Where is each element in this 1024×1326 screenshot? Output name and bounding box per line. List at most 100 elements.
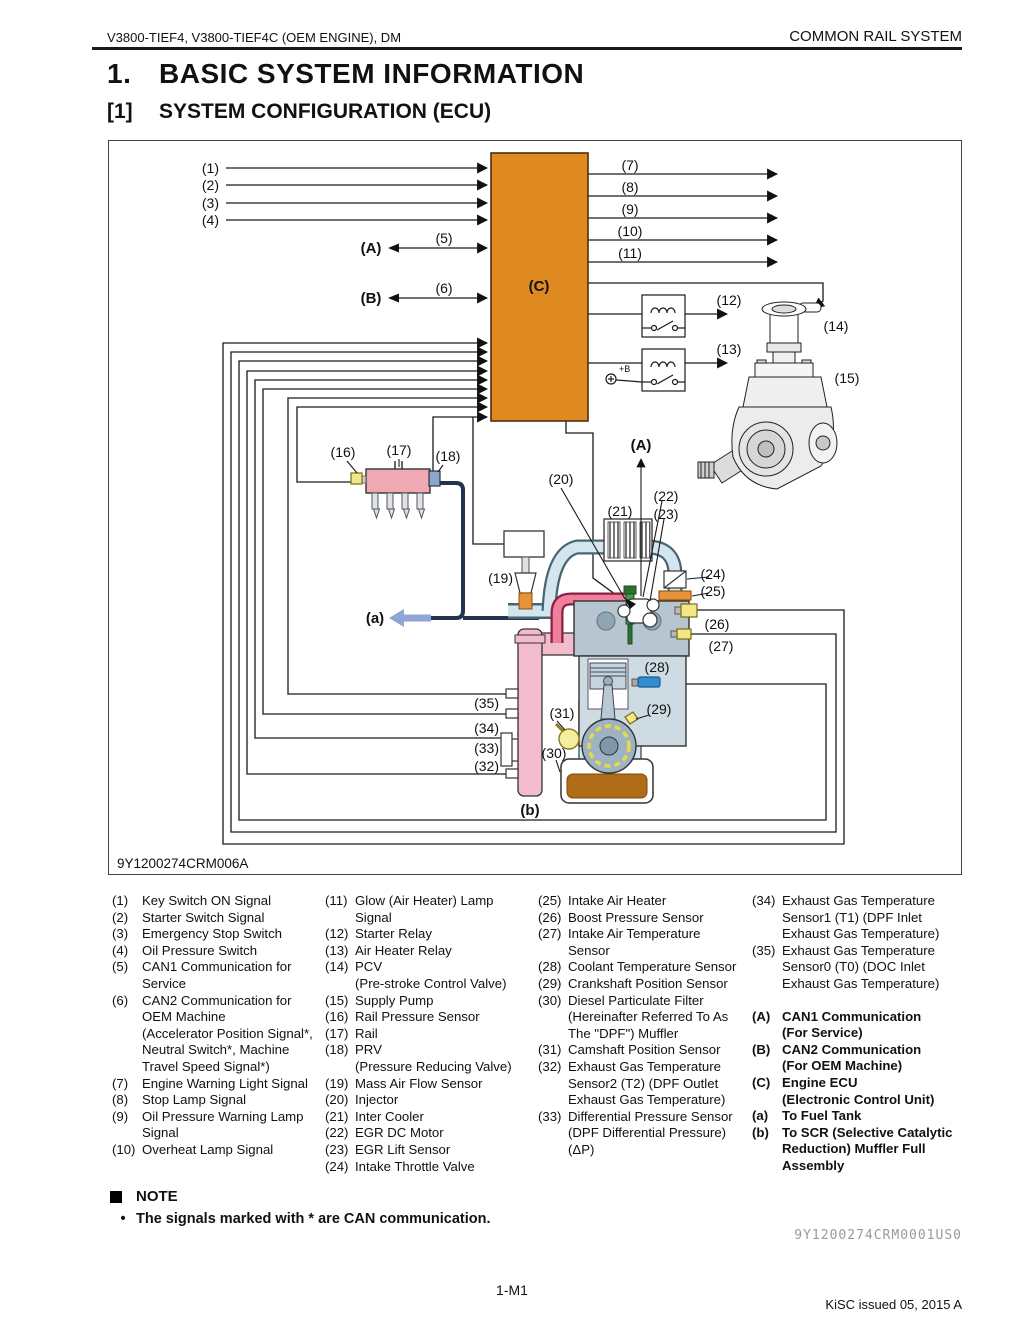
page-subtitle: [1] SYSTEM CONFIGURATION (ECU) xyxy=(107,100,491,124)
callout-32: (32) xyxy=(474,758,499,774)
legend-item: (34)Exhaust Gas Temperature Sensor1 (T1)… xyxy=(752,893,940,942)
legend-item: (1)Key Switch ON Signal xyxy=(112,893,271,908)
legend-item: (24)Intake Throttle Valve xyxy=(325,1158,475,1174)
subtitle-text: SYSTEM CONFIGURATION (ECU) xyxy=(159,100,492,123)
legend-item: (8)Stop Lamp Signal xyxy=(112,1092,247,1108)
legend-column-3: (25)Intake Air Heater(26)Boost Pressure … xyxy=(538,893,746,1159)
callout-8: (8) xyxy=(621,179,638,195)
rail-injector-stubs xyxy=(371,492,426,520)
common-rail xyxy=(350,461,441,494)
callout-25: (25) xyxy=(701,583,726,599)
callout-33: (33) xyxy=(474,740,499,756)
document-code: 9Y1200274CRM0001US0 xyxy=(794,1228,962,1243)
legend-item: (32)Exhaust Gas Temperature Sensor2 (T2)… xyxy=(538,1058,726,1108)
callout-21: (21) xyxy=(608,503,633,519)
legend-item: (16)Rail Pressure Sensor xyxy=(325,1009,480,1025)
legend-item: (2)Starter Switch Signal xyxy=(112,909,265,925)
to-fuel-tank-arrow xyxy=(389,609,431,627)
can-a-left-arrowhead xyxy=(388,243,399,253)
leader-lines xyxy=(346,458,710,773)
wiring-harness xyxy=(222,162,845,845)
ecu-box xyxy=(490,152,589,422)
legend-item: (26)Boost Pressure Sensor xyxy=(538,909,704,925)
legend-item: (b)To SCR (Selective Catalytic Reduction… xyxy=(752,1124,953,1173)
camshaft-position-sensor xyxy=(554,722,580,750)
air-heater-relay xyxy=(605,348,686,392)
callout-1: (1) xyxy=(202,160,219,176)
callout-15: (15) xyxy=(835,370,860,386)
legend-item: (27)Intake Air Temperature Sensor xyxy=(538,926,701,958)
legend-item: (17)Rail xyxy=(325,1025,378,1041)
figure-code: 9Y1200274CRM006A xyxy=(117,856,248,871)
legend-item: (5)CAN1 Communication for Service xyxy=(112,959,292,991)
legend-item: (a)To Fuel Tank xyxy=(752,1108,862,1124)
callout-16: (16) xyxy=(331,444,356,460)
flywheel xyxy=(581,718,637,774)
issue-note: KiSC issued 05, 2015 A xyxy=(825,1297,962,1312)
pcv-valve xyxy=(761,301,822,344)
page-number: 1-M1 xyxy=(496,1282,528,1298)
legend-item: (C)Engine ECU (Electronic Control Unit) xyxy=(752,1074,935,1107)
callout-a: (a) xyxy=(366,610,384,627)
callout-24: (24) xyxy=(701,566,726,582)
exhaust-pipe xyxy=(514,628,580,797)
note-square-icon xyxy=(110,1190,122,1203)
legend-item: (35)Exhaust Gas Temperature Sensor0 (T0)… xyxy=(752,942,940,991)
header-section: COMMON RAIL SYSTEM xyxy=(789,28,962,45)
legend-item: (15)Supply Pump xyxy=(325,992,434,1008)
legend-item: (29)Crankshaft Position Sensor xyxy=(538,975,728,991)
prv-valve xyxy=(428,470,441,487)
legend-item: (3)Emergency Stop Switch xyxy=(112,926,282,942)
note-bullet: •The signals marked with * are CAN commu… xyxy=(120,1211,491,1227)
callout-14: (14) xyxy=(824,318,849,334)
legend-column-2: (11)Glow (Air Heater) Lamp Signal(12)Sta… xyxy=(325,893,532,1175)
callout-22: (22) xyxy=(654,488,679,504)
legend-item: (25)Intake Air Heater xyxy=(538,893,667,908)
legend-column-4: (34)Exhaust Gas Temperature Sensor1 (T1)… xyxy=(752,893,967,1175)
inter-cooler xyxy=(603,518,653,562)
intake-air-temp-sensor xyxy=(670,628,692,640)
title-number: 1. xyxy=(107,58,132,89)
legend-item: (12)Starter Relay xyxy=(325,926,432,942)
callout-9: (9) xyxy=(621,201,638,217)
callout-20: (20) xyxy=(549,471,574,487)
callout-34: (34) xyxy=(474,720,499,736)
legend-item: (18)PRV (Pressure Reducing Valve) xyxy=(325,1042,512,1074)
legend-item: (31)Camshaft Position Sensor xyxy=(538,1042,721,1058)
supply-pump xyxy=(697,301,838,490)
boost-pressure-sensor xyxy=(674,603,698,618)
rail-pressure-sensor xyxy=(350,472,363,485)
callout-7: (7) xyxy=(621,157,638,173)
title-text: BASIC SYSTEM INFORMATION xyxy=(159,58,585,89)
callout-30: (30) xyxy=(542,745,567,761)
mass-air-flow-sensor xyxy=(503,530,545,610)
legend-item: (20)Injector xyxy=(325,1092,399,1108)
system-diagram: (1) (2) (3) (4) (5) (6) (A) (B) (C) (7) … xyxy=(108,140,962,875)
can-b-left-arrowhead xyxy=(388,293,399,303)
callout-10: (10) xyxy=(618,223,643,239)
callout-5: (5) xyxy=(435,230,452,246)
callout-2: (2) xyxy=(202,177,219,193)
callout-12: (12) xyxy=(717,292,742,308)
dpf-muffler xyxy=(560,758,654,804)
egr-pipe xyxy=(550,592,631,643)
callout-29: (29) xyxy=(647,701,672,717)
callout-31: (31) xyxy=(550,705,575,721)
callout-4: (4) xyxy=(202,212,219,228)
subtitle-number: [1] xyxy=(107,100,133,123)
note-title: NOTE xyxy=(136,1188,178,1205)
callout-28: (28) xyxy=(645,659,670,675)
callout-13: (13) xyxy=(717,341,742,357)
callout-C: (C) xyxy=(529,278,550,295)
starter-relay xyxy=(641,294,686,338)
legend-item: (11)Glow (Air Heater) Lamp Signal xyxy=(325,893,494,925)
callout-18: (18) xyxy=(436,448,461,464)
callout-27: (27) xyxy=(709,638,734,654)
legend-item: (33)Differential Pressure Sensor (DPF Di… xyxy=(538,1108,733,1157)
page-title: 1. BASIC SYSTEM INFORMATION xyxy=(107,58,584,90)
coolant-temp-sensor xyxy=(631,676,661,688)
legend-item: (22)EGR DC Motor xyxy=(325,1125,444,1141)
callout-19: (19) xyxy=(488,570,513,586)
callout-11: (11) xyxy=(618,245,642,261)
legend-item: (A)CAN1 Communication (For Service) xyxy=(752,1008,922,1041)
